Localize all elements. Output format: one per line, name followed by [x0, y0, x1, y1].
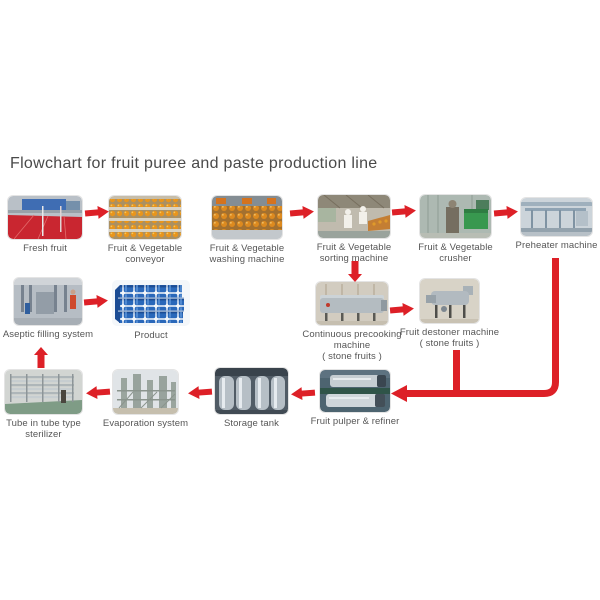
- node-crusher: Fruit & Vegetable crusher: [418, 194, 493, 264]
- label-line: Fruit & Vegetable: [209, 243, 285, 254]
- label-line: Fruit & Vegetable: [418, 242, 493, 253]
- label-line: machine: [333, 340, 371, 351]
- evaporation-system-label: Evaporation system: [103, 418, 188, 429]
- storage-tank-photo: [214, 367, 289, 415]
- conveyor-illustration: [109, 196, 181, 239]
- label-line: Fruit pulper & refiner: [310, 416, 400, 427]
- label-line: ( stone fruits ): [419, 338, 480, 349]
- label-line: Tube in tube type: [6, 418, 81, 429]
- conveyor-photo: [108, 195, 182, 240]
- node-pulper-refiner: Fruit pulper & refiner: [311, 369, 399, 427]
- precooking-machine-illustration: [316, 282, 388, 325]
- destoner-machine-illustration: [420, 279, 479, 323]
- label-line: Preheater machine: [515, 240, 598, 251]
- crusher-label: Fruit & Vegetable crusher: [418, 242, 493, 264]
- node-storage-tank: Storage tank: [214, 367, 289, 429]
- preheater-label: Preheater machine: [516, 240, 598, 251]
- arrow-storage-to-evaporation: [187, 385, 213, 400]
- connector-arrowhead-into-pulper: [391, 385, 407, 402]
- washing-machine-illustration: [212, 196, 282, 239]
- arrow-aseptic-to-product: [83, 293, 109, 310]
- node-destoner-machine: Fruit destoner machine ( stone fruits ): [400, 278, 499, 349]
- pulper-refiner-photo: [319, 369, 391, 413]
- label-line: Continuous precooking: [302, 329, 402, 340]
- product-illustration: [112, 280, 190, 326]
- label-line: washing machine: [209, 254, 285, 265]
- arrow-sterilizer-to-aseptic: [34, 347, 48, 368]
- label-line: crusher: [439, 253, 472, 264]
- node-preheater: Preheater machine: [516, 197, 597, 251]
- fresh-fruit-label: Fresh fruit: [23, 243, 67, 254]
- aseptic-filling-photo: [13, 277, 83, 326]
- precooking-machine-label: Continuous precooking machine ( stone fr…: [302, 329, 401, 362]
- arrow-pulper-to-storage: [290, 386, 316, 401]
- fresh-fruit-photo: [7, 195, 83, 240]
- label-line: Fruit & Vegetable: [316, 242, 392, 253]
- node-fresh-fruit: Fresh fruit: [7, 195, 83, 254]
- sorting-machine-photo: [317, 194, 391, 239]
- label-line: sterilizer: [25, 429, 62, 440]
- preheater-illustration: [521, 198, 592, 236]
- evaporation-system-illustration: [113, 370, 178, 414]
- node-product: Product: [112, 280, 190, 341]
- label-line: Storage tank: [223, 418, 280, 429]
- node-precooking-machine: Continuous precooking machine ( stone fr…: [302, 281, 402, 362]
- aseptic-filling-illustration: [14, 278, 82, 325]
- label-line: conveyor: [125, 254, 165, 265]
- crusher-photo: [419, 194, 492, 239]
- preheater-photo: [520, 197, 593, 237]
- conveyor-label: Fruit & Vegetable conveyor: [108, 243, 183, 265]
- destoner-machine-label: Fruit destoner machine ( stone fruits ): [400, 327, 499, 349]
- aseptic-filling-label: Aseptic filling system: [3, 329, 93, 340]
- product-label: Product: [134, 330, 167, 341]
- arrow-crusher-to-preheater: [493, 204, 519, 221]
- label-line: ( stone fruits ): [322, 351, 382, 362]
- arrow-sorting-to-crusher: [391, 203, 417, 220]
- arrow-precooking-to-destoner: [389, 301, 415, 318]
- tube-sterilizer-photo: [4, 369, 83, 415]
- node-sorting-machine: Fruit & Vegetable sorting machine: [317, 194, 392, 264]
- fresh-fruit-illustration: [8, 196, 82, 239]
- sorting-machine-illustration: [318, 195, 390, 238]
- label-line: Fruit & Vegetable: [107, 243, 183, 254]
- sorting-machine-label: Fruit & Vegetable sorting machine: [317, 242, 392, 264]
- washing-machine-label: Fruit & Vegetable washing machine: [210, 243, 285, 265]
- precooking-machine-photo: [315, 281, 389, 326]
- arrow-washing-to-sorting: [289, 204, 315, 221]
- node-evaporation-system: Evaporation system: [103, 369, 188, 429]
- storage-tank-label: Storage tank: [224, 418, 279, 429]
- pulper-refiner-label: Fruit pulper & refiner: [311, 416, 400, 427]
- tube-sterilizer-label: Tube in tube type sterilizer: [6, 418, 81, 440]
- arrow-sorting-to-precooking: [348, 261, 362, 282]
- label-line: Fresh fruit: [23, 243, 67, 254]
- arrow-evaporation-to-sterilizer: [85, 385, 111, 400]
- label-line: Product: [134, 330, 168, 341]
- arrow-fresh-fruit-to-conveyor: [84, 204, 110, 221]
- label-line: Evaporation system: [102, 418, 189, 429]
- node-washing-machine: Fruit & Vegetable washing machine: [210, 195, 285, 265]
- label-line: Aseptic filling system: [2, 329, 94, 340]
- pulper-refiner-illustration: [320, 370, 390, 412]
- page-title: Flowchart for fruit puree and paste prod…: [10, 155, 378, 172]
- node-tube-sterilizer: Tube in tube type sterilizer: [4, 369, 83, 440]
- label-line: sorting machine: [319, 253, 389, 264]
- tube-sterilizer-illustration: [5, 370, 82, 414]
- crusher-illustration: [420, 195, 491, 238]
- washing-machine-photo: [211, 195, 283, 240]
- node-aseptic-filling: Aseptic filling system: [3, 277, 93, 340]
- destoner-machine-photo: [419, 278, 480, 324]
- label-line: Fruit destoner machine: [399, 327, 500, 338]
- node-conveyor: Fruit & Vegetable conveyor: [108, 195, 183, 265]
- storage-tank-illustration: [215, 368, 288, 414]
- product-photo: [112, 280, 190, 326]
- evaporation-system-photo: [112, 369, 179, 415]
